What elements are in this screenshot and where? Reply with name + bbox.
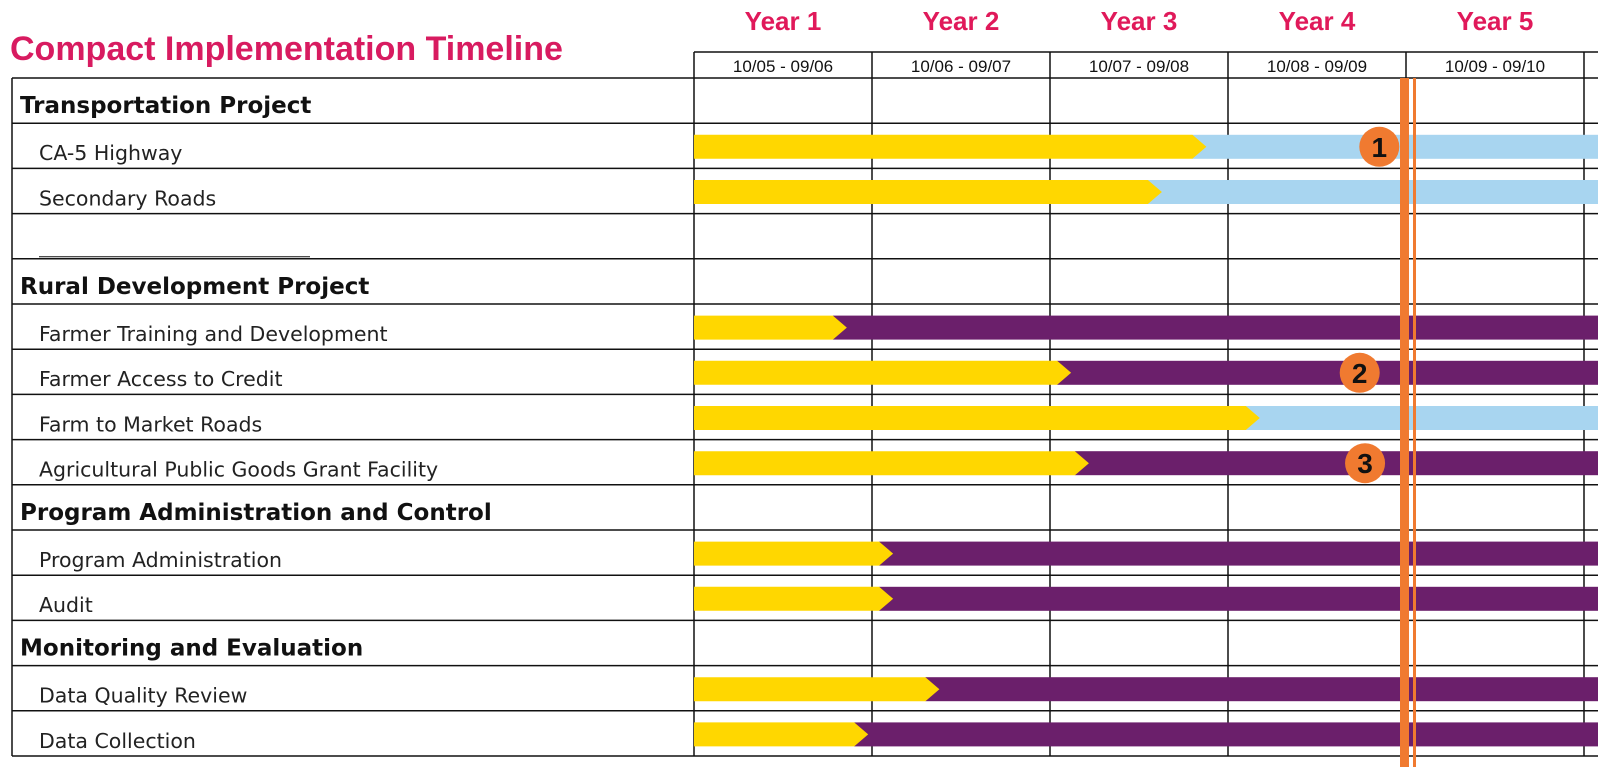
year-header: Year 2 xyxy=(923,6,1000,36)
milestone-marker xyxy=(1359,126,1400,167)
task-label: Audit xyxy=(39,593,93,617)
milestone-marker xyxy=(1345,443,1386,484)
phase2-bar xyxy=(854,722,1598,747)
task-label: Program Administration xyxy=(39,548,282,572)
year-header: Year 4 xyxy=(1279,6,1356,36)
group-label: Program Administration and Control xyxy=(20,500,492,526)
phase1-bar xyxy=(694,722,869,747)
group-label: Monitoring and Evaluation xyxy=(20,635,363,661)
period-header: 10/05 - 09/06 xyxy=(733,57,833,76)
task-label: Secondary Roads xyxy=(39,186,216,210)
phase1-bar xyxy=(694,451,1089,476)
task-label: CA-5 Highway xyxy=(39,141,182,165)
phase2-bar xyxy=(1147,180,1598,204)
year-header: Year 1 xyxy=(745,6,822,36)
phase2-bar xyxy=(1074,451,1598,476)
today-line xyxy=(1400,78,1416,767)
task-label: Agricultural Public Goods Grant Facility xyxy=(39,458,438,482)
milestone-marker xyxy=(1339,352,1380,393)
bars xyxy=(694,134,1598,747)
group-label: Transportation Project xyxy=(20,93,311,119)
milestone-number: 2 xyxy=(1352,358,1368,389)
group-label: Rural Development Project xyxy=(20,274,369,300)
task-label: Farmer Training and Development xyxy=(39,322,388,346)
today-line-thick xyxy=(1400,78,1409,767)
year-header: Year 3 xyxy=(1101,6,1178,36)
phase1-bar xyxy=(694,406,1260,430)
phase1-bar xyxy=(694,677,940,702)
chart-title: Compact Implementation Timeline xyxy=(10,30,563,68)
phase1-bar xyxy=(694,315,847,340)
task-label: Data Quality Review xyxy=(39,684,247,708)
period-header: 10/09 - 09/10 xyxy=(1445,57,1545,76)
phase2-bar xyxy=(925,677,1598,702)
phase1-bar xyxy=(694,134,1207,159)
phase2-bar xyxy=(1057,360,1598,385)
phase1-bar xyxy=(694,586,894,611)
milestone-number: 3 xyxy=(1357,448,1373,479)
task-label: Data Collection xyxy=(39,729,196,753)
period-header: 10/08 - 09/09 xyxy=(1267,57,1367,76)
task-label: Farm to Market Roads xyxy=(39,412,262,436)
task-label: Farmer Access to Credit xyxy=(39,367,283,391)
column-headers: Year 1 10/05 - 09/06 Year 2 10/06 - 09/07 Ye… xyxy=(733,6,1545,76)
phase1-bar xyxy=(694,541,894,566)
grid xyxy=(11,51,1598,757)
markers: 1 2 3 xyxy=(1339,126,1400,484)
milestone-number: 1 xyxy=(1372,132,1388,163)
phase2-bar xyxy=(832,315,1598,340)
phase1-bar xyxy=(694,180,1162,204)
phase2-bar xyxy=(879,586,1598,611)
today-line-thin xyxy=(1413,78,1416,767)
period-header: 10/07 - 09/08 xyxy=(1089,57,1189,76)
phase1-bar xyxy=(694,360,1072,385)
year-header: Year 5 xyxy=(1457,6,1534,36)
phase2-bar xyxy=(1245,406,1598,430)
phase2-bar xyxy=(879,541,1598,566)
period-header: 10/06 - 09/07 xyxy=(911,57,1011,76)
